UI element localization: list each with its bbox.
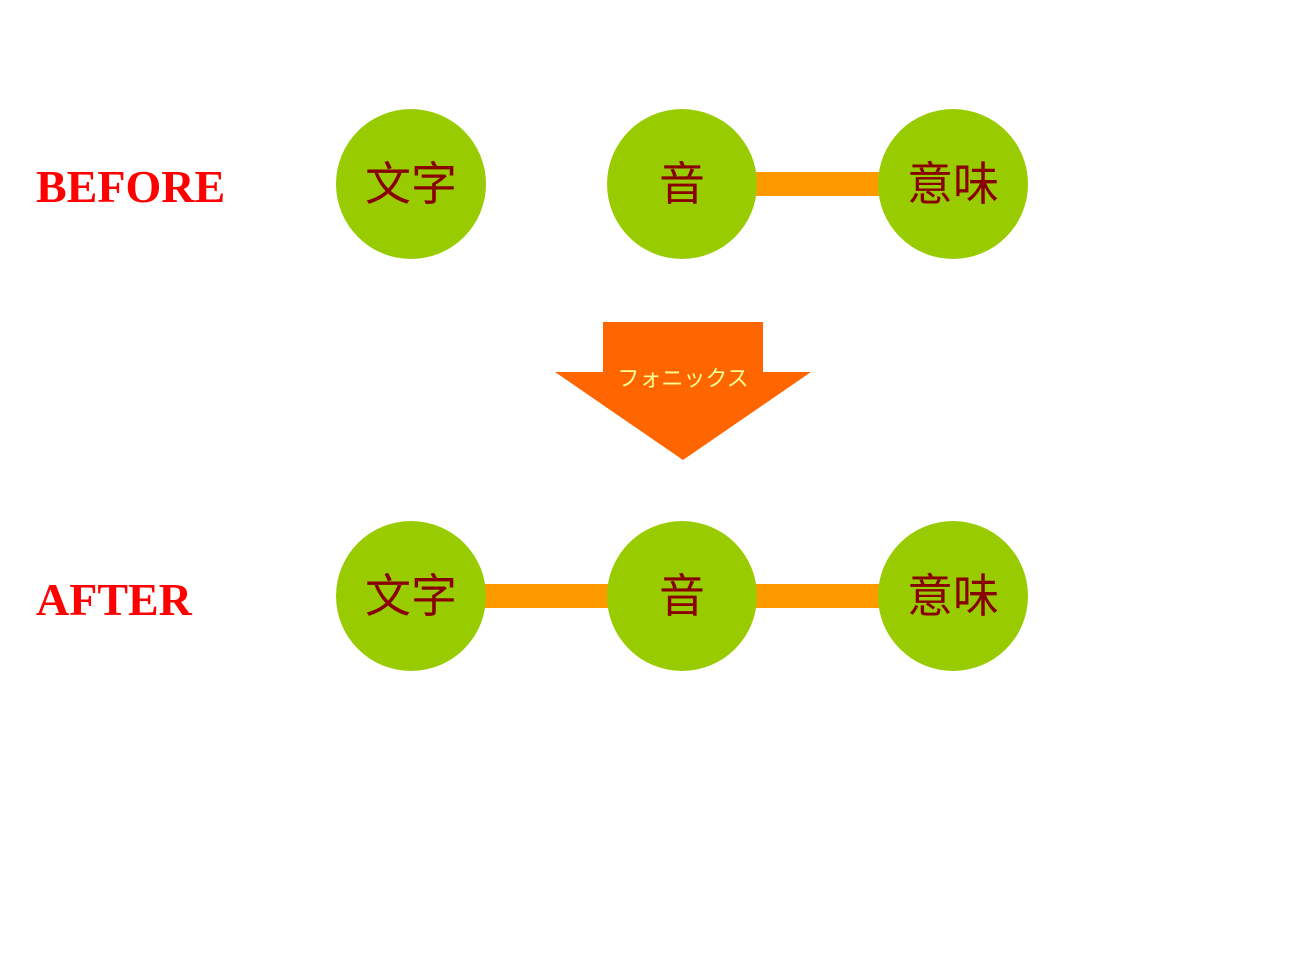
phonics-arrow-label: フォニックス bbox=[617, 367, 749, 392]
after-node-sound: 音 bbox=[607, 521, 757, 671]
after-label: AFTER bbox=[36, 574, 192, 625]
before-node-meaning: 意味 bbox=[878, 109, 1028, 259]
before-node-letters: 文字 bbox=[336, 109, 486, 259]
before-node-sound: 音 bbox=[607, 109, 757, 259]
after-node-letters: 文字 bbox=[336, 521, 486, 671]
after-connector-letters-sound bbox=[484, 584, 614, 608]
after-node-meaning: 意味 bbox=[878, 521, 1028, 671]
before-connector-sound-meaning bbox=[755, 172, 885, 196]
after-connector-sound-meaning bbox=[755, 584, 885, 608]
down-arrow-icon bbox=[555, 322, 811, 460]
before-label: BEFORE bbox=[36, 161, 226, 212]
phonics-arrow: フォニックス bbox=[555, 322, 811, 460]
